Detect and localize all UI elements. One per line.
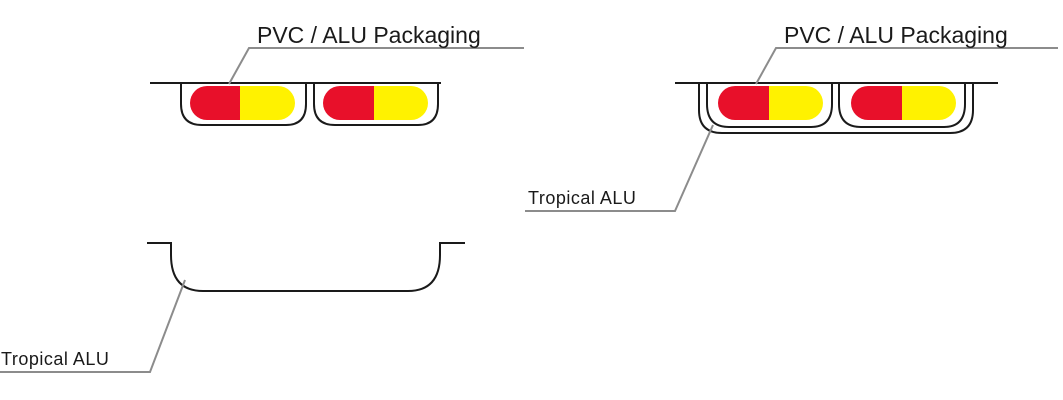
blister-pvc-alu-tropical: PVC / ALU Packaging Tropical ALU bbox=[525, 22, 1058, 212]
tropical-alu-layer bbox=[698, 83, 974, 134]
capsule-yellow-half bbox=[769, 86, 823, 120]
blister-pvc-alu: PVC / ALU Packaging bbox=[150, 22, 524, 126]
capsule-red-half bbox=[718, 86, 769, 120]
label-tropical-alu: Tropical ALU bbox=[528, 188, 636, 208]
capsule bbox=[851, 86, 956, 120]
label-tropical-alu: Tropical ALU bbox=[1, 349, 109, 369]
capsule-yellow-half bbox=[240, 86, 295, 120]
capsule-red-half bbox=[851, 86, 902, 120]
leader-line-pvc bbox=[755, 47, 1058, 85]
capsule-yellow-half bbox=[902, 86, 956, 120]
tropical-alu-tray: Tropical ALU bbox=[0, 242, 465, 373]
blister-pocket bbox=[313, 83, 439, 126]
label-pvc-alu-packaging: PVC / ALU Packaging bbox=[257, 22, 481, 48]
capsule-red-half bbox=[323, 86, 374, 120]
leader-line-tropical bbox=[525, 124, 714, 212]
label-pvc-alu-packaging: PVC / ALU Packaging bbox=[784, 22, 1008, 48]
capsule bbox=[718, 86, 823, 120]
blister-pocket bbox=[706, 83, 833, 128]
capsule bbox=[323, 86, 428, 120]
capsule bbox=[190, 86, 295, 120]
blister-pocket bbox=[180, 83, 307, 126]
capsule-yellow-half bbox=[374, 86, 428, 120]
leader-line-tropical bbox=[0, 279, 186, 373]
tropical-alu-layer bbox=[147, 242, 465, 292]
leader-line-pvc bbox=[228, 47, 524, 85]
capsule-red-half bbox=[190, 86, 240, 120]
blister-pocket bbox=[838, 83, 966, 128]
